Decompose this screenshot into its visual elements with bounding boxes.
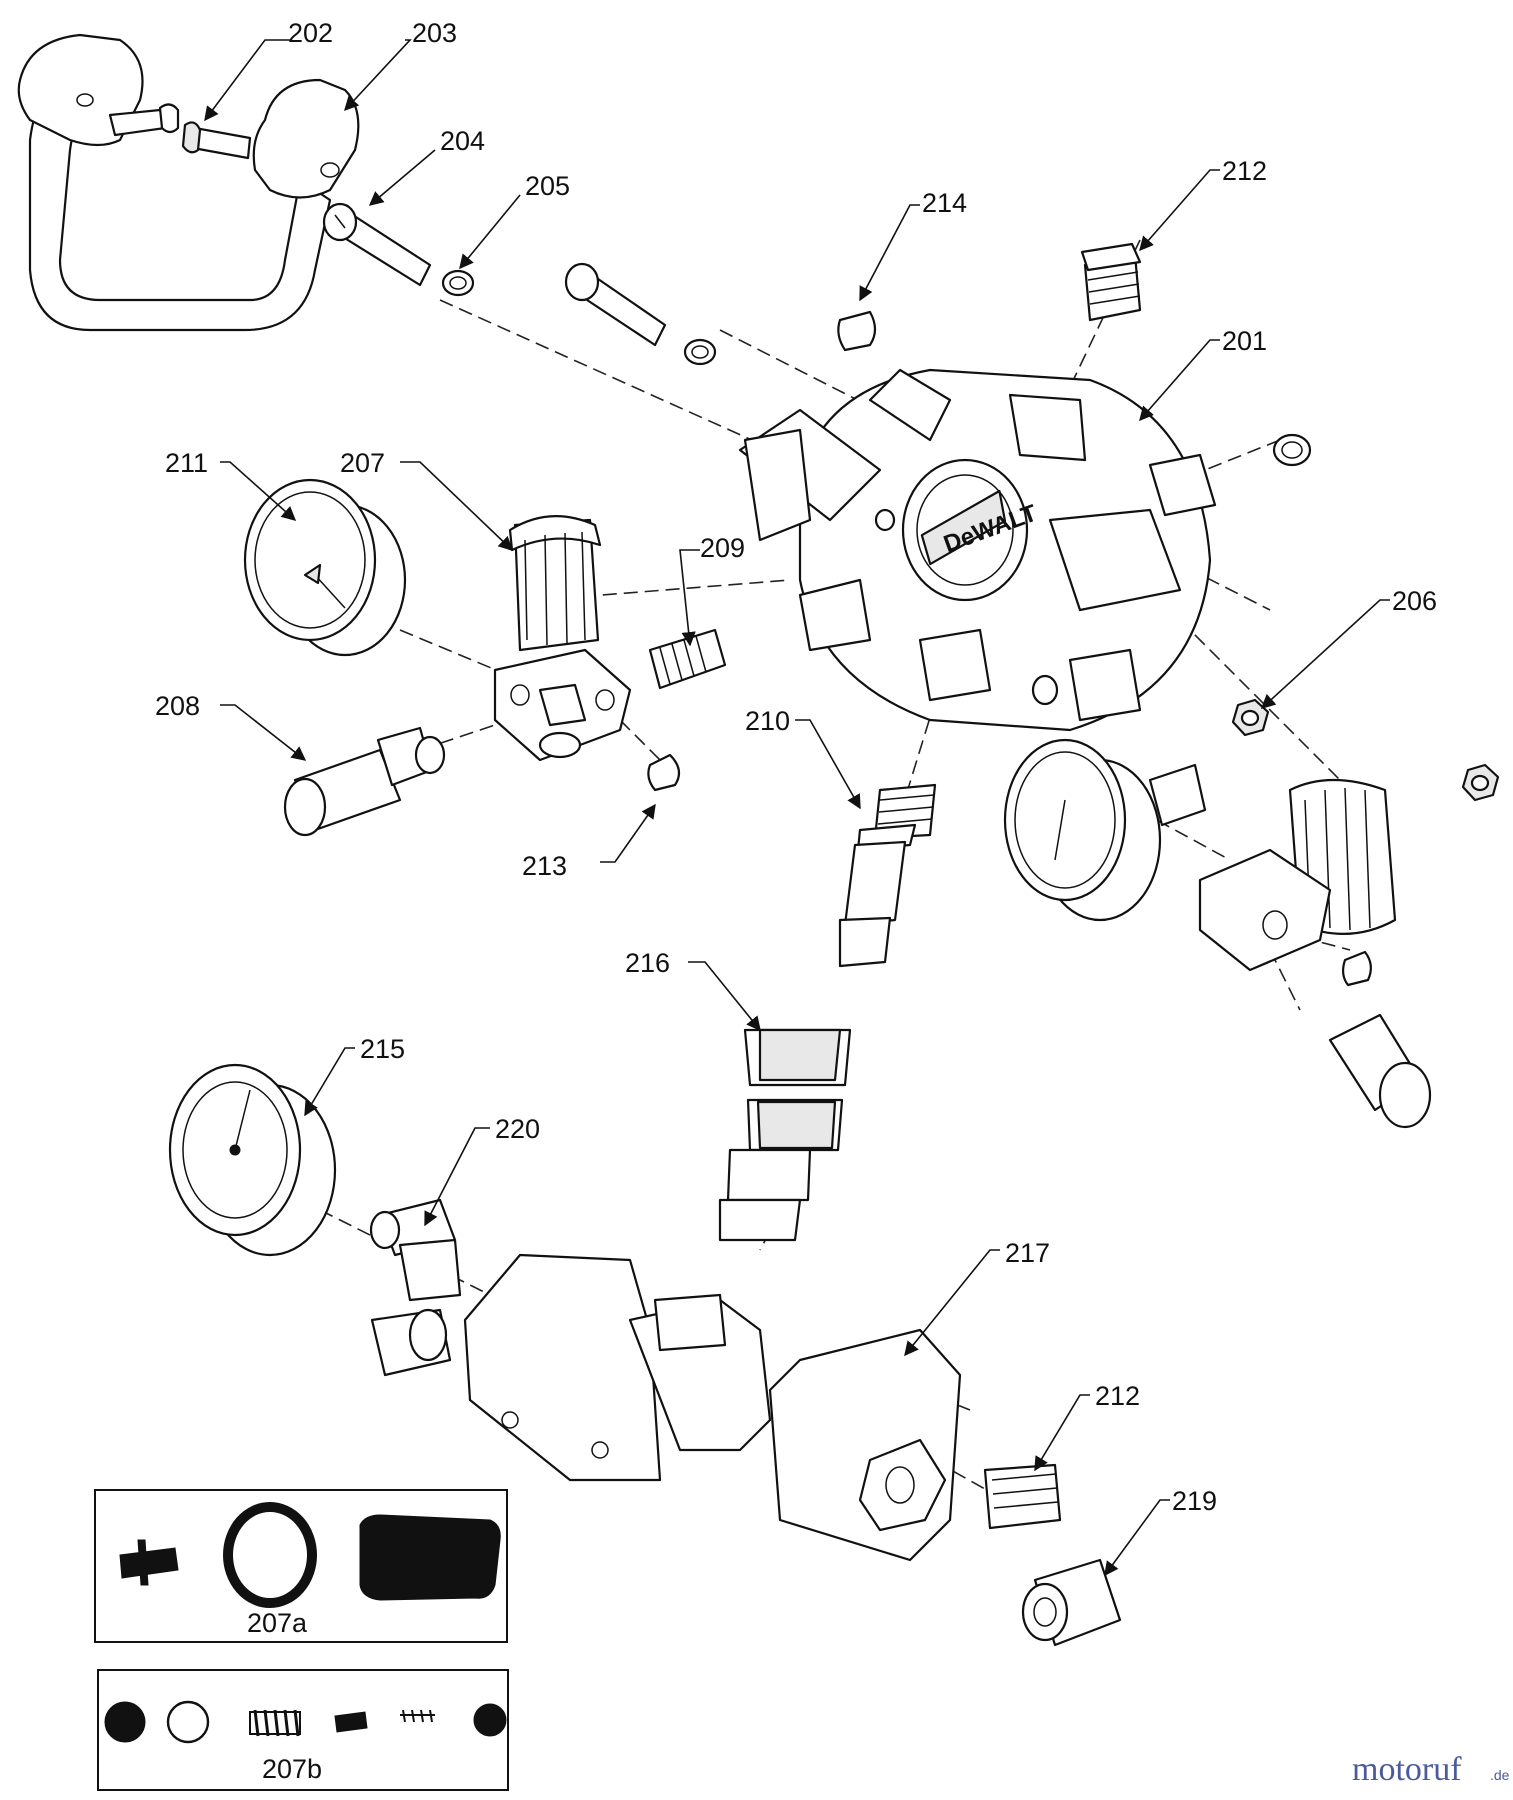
base-body-217 xyxy=(370,1253,962,1562)
handle-part xyxy=(17,33,360,332)
label-212-top: 212 xyxy=(1222,156,1267,186)
lower-fittings xyxy=(983,1463,1122,1647)
part-labels: 202 203 204 205 214 212 201 211 207 209 … xyxy=(155,18,1437,1516)
label-220: 220 xyxy=(495,1114,540,1144)
label-205: 205 xyxy=(525,171,570,201)
cap-213 xyxy=(647,753,681,792)
right-assembly xyxy=(1003,738,1432,1129)
valve-220 xyxy=(369,1198,462,1302)
gauge-211 xyxy=(243,478,407,657)
watermark-text: motoruf xyxy=(1352,1751,1462,1788)
kit-207a-box: 207a xyxy=(94,1489,508,1643)
label-214: 214 xyxy=(922,188,967,218)
kit-207a-label: 207a xyxy=(247,1608,308,1638)
label-203: 203 xyxy=(412,18,457,48)
label-207: 207 xyxy=(340,448,385,478)
gauge-215 xyxy=(168,1063,337,1257)
label-215: 215 xyxy=(360,1034,405,1064)
coupler-216 xyxy=(718,1028,852,1242)
plug-210 xyxy=(838,783,937,968)
label-210: 210 xyxy=(745,706,790,736)
kit-207b-box: 207b xyxy=(97,1669,509,1791)
manifold-body: DeWALT xyxy=(738,368,1217,732)
regulator-207 xyxy=(493,515,632,762)
nipple-209 xyxy=(648,628,727,690)
label-208: 208 xyxy=(155,691,200,721)
label-206: 206 xyxy=(1392,586,1437,616)
label-212-bottom: 212 xyxy=(1095,1381,1140,1411)
leader-lines xyxy=(204,39,1390,1577)
label-201: 201 xyxy=(1222,326,1267,356)
label-213: 213 xyxy=(522,851,567,881)
nuts-206 xyxy=(1231,698,1500,802)
label-209: 209 xyxy=(700,533,745,563)
label-217: 217 xyxy=(1005,1238,1050,1268)
watermark-suffix: .de xyxy=(1490,1767,1510,1783)
watermark: motoruf .de xyxy=(1352,1751,1510,1788)
kit-207b-label: 207b xyxy=(262,1754,322,1784)
label-202: 202 xyxy=(288,18,333,48)
label-204: 204 xyxy=(440,126,485,156)
coupler-208 xyxy=(283,726,446,837)
label-219: 219 xyxy=(1172,1486,1217,1516)
label-211: 211 xyxy=(165,448,208,478)
label-216: 216 xyxy=(625,948,670,978)
plug-parts xyxy=(837,242,1312,467)
bolt-part xyxy=(322,202,717,366)
